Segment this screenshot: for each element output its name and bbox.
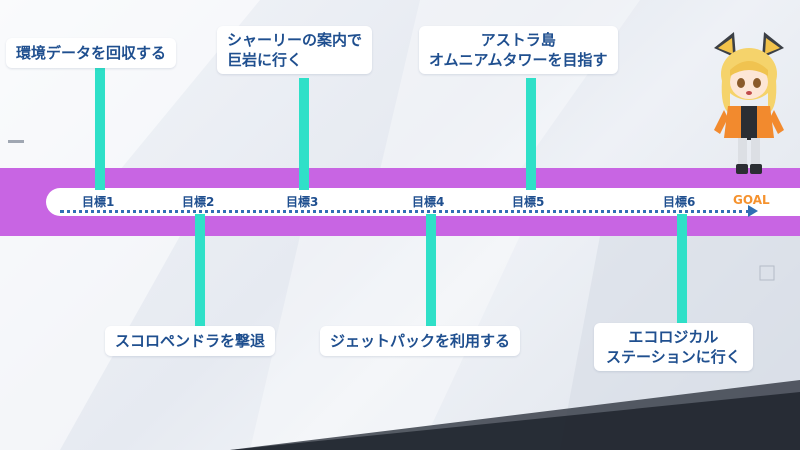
milestone-card-3-line-1: シャーリーの案内で xyxy=(227,31,363,49)
milestone-card-5-line-1: アストラ島 xyxy=(480,31,556,49)
milestone-stem-5 xyxy=(526,78,536,190)
milestone-card-1-line-1: 環境データを回収する xyxy=(16,44,167,62)
milestone-node-6: 目標6 xyxy=(663,195,696,209)
milestone-stem-2 xyxy=(195,214,205,326)
milestone-card-6: エコロジカル ステーションに行く xyxy=(594,323,753,371)
goal-label: GOAL xyxy=(733,193,770,207)
milestone-node-5: 目標5 xyxy=(512,195,545,209)
milestone-card-6-line-1: エコロジカル xyxy=(628,328,719,346)
milestone-card-1: 環境データを回収する xyxy=(6,38,177,68)
milestone-card-2: スコロペンドラを撃退 xyxy=(105,326,276,356)
milestone-card-4-line-1: ジェットパックを利用する xyxy=(330,332,511,350)
milestone-card-3: シャーリーの案内で 巨岩に行く xyxy=(217,26,373,74)
timeline-dotted-line xyxy=(60,210,750,213)
milestone-card-6-line-2: ステーションに行く xyxy=(606,348,741,366)
milestone-node-3: 目標3 xyxy=(286,195,319,209)
milestone-card-2-line-1: スコロペンドラを撃退 xyxy=(115,332,266,350)
milestone-card-5-line-2: オムニアムタワーを目指す xyxy=(429,51,608,69)
milestone-stem-1 xyxy=(95,68,105,190)
milestone-stem-6 xyxy=(677,214,687,324)
milestone-node-2: 目標2 xyxy=(182,195,215,209)
milestone-card-5: アストラ島 オムニアムタワーを目指す xyxy=(419,26,618,74)
mascot-character-icon xyxy=(714,32,784,174)
milestone-stem-3 xyxy=(299,78,309,190)
milestone-node-4: 目標4 xyxy=(412,195,445,209)
milestone-node-1: 目標1 xyxy=(82,195,115,209)
timeline-arrow-icon xyxy=(748,205,758,217)
milestone-card-4: ジェットパックを利用する xyxy=(320,326,521,356)
milestone-stem-4 xyxy=(426,214,436,326)
milestone-card-3-line-2: 巨岩に行く xyxy=(227,51,303,69)
